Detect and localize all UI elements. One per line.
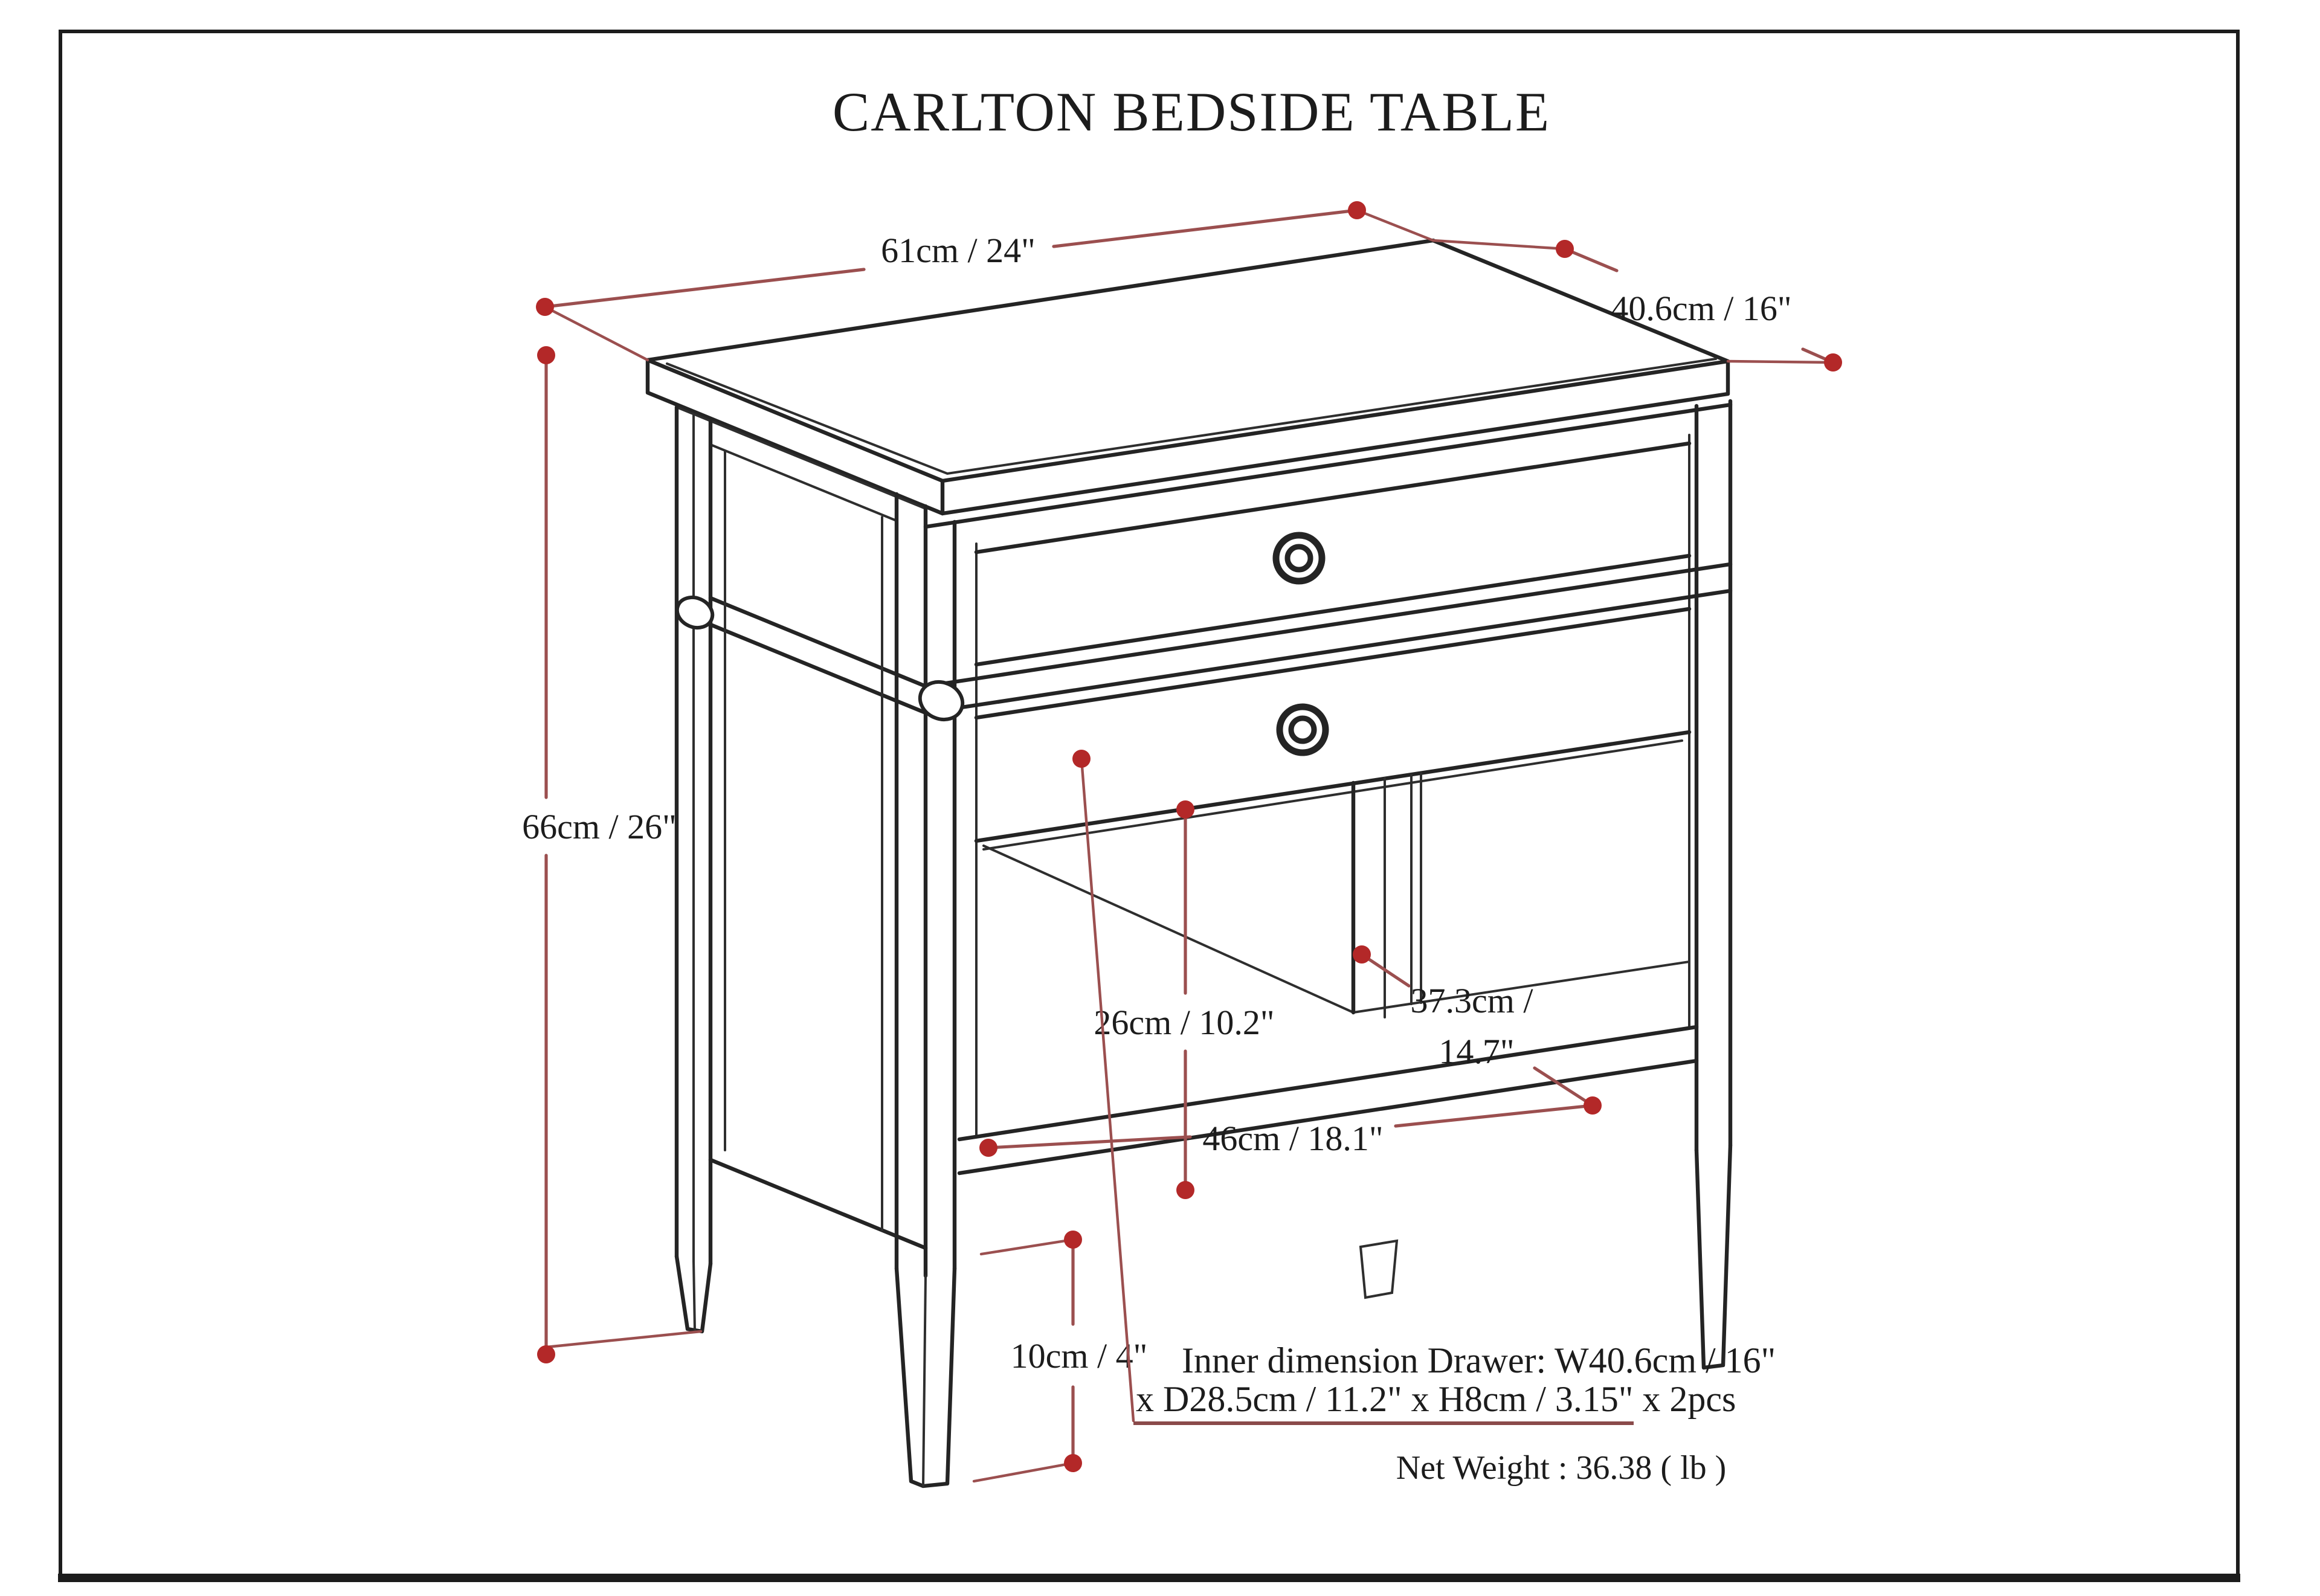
dimension-leg-height: 10cm / 4" — [972, 1231, 1148, 1483]
open-shelf-compartment — [957, 772, 1699, 1299]
drawer-inner-note-line2: x D28.5cm / 11.2" x H8cm / 3.15" x 2pcs — [1136, 1379, 1736, 1419]
opening-height-label: 26cm / 10.2" — [1094, 1003, 1274, 1042]
left-side-panel — [675, 406, 928, 1250]
drawer-1-knob — [1272, 532, 1326, 585]
width-label: 61cm / 24" — [881, 231, 1036, 270]
diagram-frame — [58, 30, 2240, 1582]
dimension-depth: 40.6cm / 16" — [1431, 239, 1842, 372]
tabletop — [645, 238, 1730, 516]
drawer-2-knob — [1276, 703, 1329, 756]
inner-depth-label-line2: 14.7" — [1439, 1032, 1514, 1071]
back-foot — [1359, 1239, 1399, 1299]
leg-height-label: 10cm / 4" — [1011, 1336, 1148, 1376]
page-title: CARLTON BEDSIDE TABLE — [833, 81, 1550, 143]
drawer-divider-molding — [675, 562, 1733, 721]
dimension-opening-height: 26cm / 10.2" — [1094, 800, 1275, 1199]
front-face — [675, 402, 1733, 1137]
dimension-shelf-width: 46cm / 18.1" — [979, 1096, 1602, 1158]
inner-depth-label-line1: 37.3cm / — [1411, 981, 1534, 1020]
shelf-width-label: 46cm / 18.1" — [1202, 1119, 1383, 1158]
bedside-table-drawing — [645, 238, 1733, 1488]
depth-label: 40.6cm / 16" — [1611, 289, 1791, 328]
net-weight-label: Net Weight : 36.38 ( lb ) — [1396, 1449, 1727, 1487]
drawer-inner-note-line1: Inner dimension Drawer: W40.6cm / 16" — [1182, 1340, 1776, 1380]
shelf — [957, 1025, 1699, 1176]
dimension-inner-depth: 37.3cm / 14.7" — [1353, 945, 1594, 1107]
drawer-2 — [974, 607, 1692, 851]
drawer-1 — [974, 441, 1692, 667]
dimension-width: 61cm / 24" — [536, 201, 1435, 362]
dimension-height: 66cm / 26" — [522, 346, 703, 1363]
drawer-inner-note: Inner dimension Drawer: W40.6cm / 16" x … — [1072, 750, 1776, 1425]
height-label: 66cm / 26" — [522, 807, 677, 846]
legs — [674, 399, 1733, 1488]
